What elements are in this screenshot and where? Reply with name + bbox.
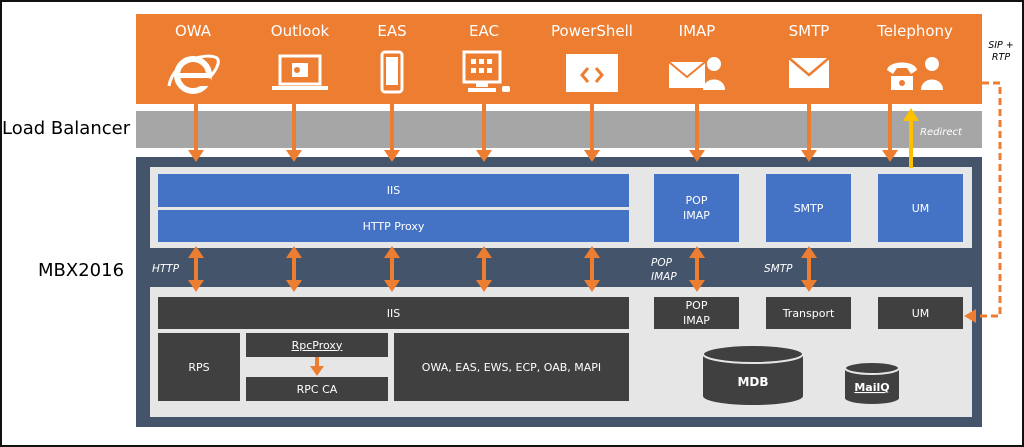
http-protocol-label: HTTP	[152, 263, 180, 275]
rpc-ca-box: RPC CA	[246, 377, 388, 401]
mdb-database-icon: MDB	[702, 344, 804, 405]
sip-label: SIP +	[988, 40, 1014, 51]
proxy-arrow-3	[384, 246, 400, 292]
client-down-arrow-smtp	[801, 104, 817, 162]
client-label-outlook: Outlook	[270, 22, 330, 40]
outlook-laptop-icon	[272, 54, 328, 90]
smtp-proxy-arrow	[801, 246, 817, 292]
internet-explorer-icon	[167, 54, 220, 94]
load-balancer-label: Load Balancer	[2, 118, 131, 139]
mbx2016-label: MBX2016	[38, 260, 125, 281]
client-label-telephony: Telephony	[877, 22, 953, 40]
proxy-arrow-4	[476, 246, 492, 292]
http-proxy-box: HTTP Proxy	[158, 210, 629, 242]
pop-imap-protocol-label: POP IMAP	[651, 257, 677, 283]
frontend-pop-imap-box: POP IMAP	[654, 174, 739, 242]
frontend-iis-box: IIS	[158, 174, 629, 207]
backend-um-box: UM	[878, 297, 963, 329]
client-label-eas: EAS	[377, 22, 407, 40]
mdb-label: MDB	[737, 375, 768, 389]
admin-center-monitor-icon	[462, 50, 510, 92]
mail-user-icon	[668, 57, 725, 90]
client-down-arrow-owa	[188, 104, 204, 162]
redirect-arrow	[903, 108, 919, 168]
mobile-phone-icon	[380, 50, 404, 94]
client-label-imap: IMAP	[678, 22, 716, 40]
pop-imap-proxy-arrow	[689, 246, 705, 292]
telephone-user-icon	[887, 57, 943, 90]
client-down-arrow-eas	[384, 104, 400, 162]
client-label-powershell: PowerShell	[551, 22, 633, 40]
client-label-smtp: SMTP	[788, 22, 830, 40]
smtp-protocol-label: SMTP	[764, 263, 793, 275]
client-down-arrow-telephony	[882, 104, 898, 162]
sip-rtp-label: SIP + RTP	[983, 40, 1019, 64]
backend-pop-imap-box: POP IMAP	[654, 297, 739, 329]
client-label-owa: OWA	[174, 22, 212, 40]
services-box: OWA, EAS, EWS, ECP, OAB, MAPI	[394, 333, 629, 401]
proxy-arrow-2	[286, 246, 302, 292]
rtp-label: RTP	[991, 52, 1011, 63]
client-down-arrow-outlook	[286, 104, 302, 162]
frontend-smtp-box: SMTP	[766, 174, 851, 242]
backend-iis-box: IIS	[158, 297, 629, 329]
client-down-arrow-imap	[689, 104, 705, 162]
proxy-arrow-5	[584, 246, 600, 292]
load-balancer-band	[136, 111, 982, 148]
mailq-database-icon: MailQ	[844, 361, 900, 404]
client-down-arrow-powershell	[584, 104, 600, 162]
transport-box: Transport	[766, 297, 851, 329]
frontend-um-box: UM	[878, 174, 963, 242]
client-down-arrow-eac	[476, 104, 492, 162]
client-label-eac: EAC	[469, 22, 499, 40]
mailq-label: MailQ	[854, 381, 889, 394]
rpcproxy-to-rpcca-arrow	[310, 357, 324, 376]
powershell-window-icon	[566, 54, 618, 92]
envelope-icon	[788, 57, 830, 88]
redirect-label: Redirect	[920, 127, 962, 138]
proxy-arrow-1	[188, 246, 204, 292]
rpc-proxy-box: RpcProxy	[246, 333, 388, 357]
rps-box: RPS	[158, 333, 240, 401]
sip-rtp-connector	[964, 81, 1002, 323]
